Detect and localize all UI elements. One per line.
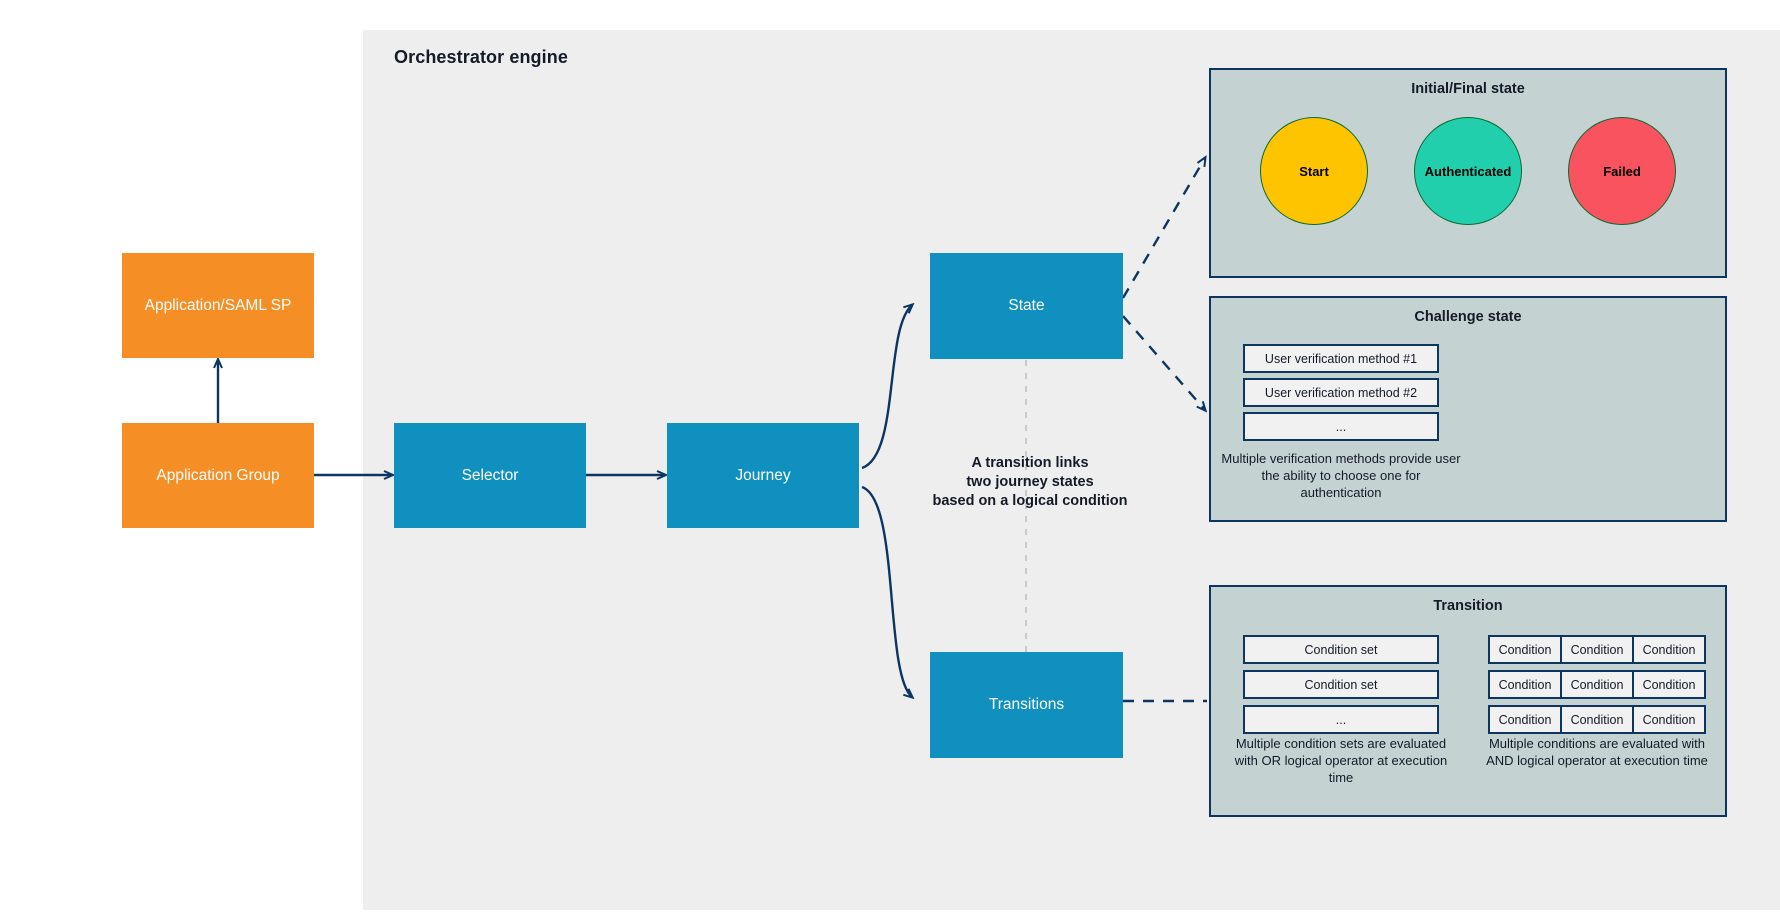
condition-cell[interactable]: Condition	[1561, 635, 1633, 664]
node-label: Transitions	[988, 696, 1065, 713]
transition-explanation-line-3: based on a logical condition	[932, 493, 1128, 509]
node-application-group[interactable]: Application Group	[122, 423, 314, 528]
node-label: Selector	[461, 466, 519, 484]
condition-set-item[interactable]: Condition set	[1243, 670, 1439, 699]
verification-method-item[interactable]: User verification method #2	[1243, 378, 1439, 407]
condition-grid-caption: Multiple conditions are evaluated with A…	[1486, 736, 1708, 768]
state-circle-label: Start	[1299, 163, 1329, 179]
node-application-saml-sp[interactable]: Application/SAML SP	[122, 253, 314, 358]
condition-set-item[interactable]: Condition set	[1243, 635, 1439, 664]
condition-cell[interactable]: Condition	[1633, 705, 1706, 734]
panel-initial-final-state: Initial/Final state Start Authenticated …	[1209, 68, 1727, 278]
verification-method-item[interactable]: ...	[1243, 412, 1439, 441]
transition-explanation-line-2: two journey states	[966, 474, 1094, 490]
state-circle-failed[interactable]: Failed	[1568, 117, 1676, 225]
node-label: Application/SAML SP	[144, 296, 292, 314]
condition-cell[interactable]: Condition	[1633, 635, 1706, 664]
condition-cell[interactable]: Condition	[1561, 705, 1633, 734]
challenge-state-caption: Multiple verification methods provide us…	[1221, 451, 1461, 500]
condition-row: Condition Condition Condition	[1488, 635, 1706, 664]
panel-title: Initial/Final state	[1411, 81, 1525, 97]
panel-challenge-state: Challenge state User verification method…	[1209, 296, 1727, 522]
condition-cell[interactable]: Condition	[1488, 635, 1561, 664]
condition-cell[interactable]: Condition	[1488, 670, 1561, 699]
node-label: State	[1008, 297, 1045, 314]
panel-title: Challenge state	[1414, 309, 1522, 325]
node-selector[interactable]: Selector	[394, 423, 586, 528]
state-circle-label: Failed	[1603, 163, 1641, 179]
verification-method-list: User verification method #1 User verific…	[1243, 344, 1439, 446]
panel-transition: Transition Condition set Condition set .…	[1209, 585, 1727, 817]
node-journey[interactable]: Journey	[667, 423, 859, 528]
node-label: Journey	[735, 466, 791, 484]
transition-explanation-line-1: A transition links	[971, 455, 1089, 471]
transition-explanation: A transition links two journey states ba…	[880, 454, 1180, 511]
node-label: Application Group	[156, 466, 280, 484]
verification-method-item[interactable]: User verification method #1	[1243, 344, 1439, 373]
state-circle-row: Start Authenticated Failed	[1211, 117, 1725, 225]
state-circle-start[interactable]: Start	[1260, 117, 1368, 225]
page-title: Orchestrator engine	[394, 47, 568, 67]
node-state[interactable]: State	[930, 253, 1123, 359]
panel-title: Transition	[1433, 598, 1503, 614]
condition-cell[interactable]: Condition	[1488, 705, 1561, 734]
node-transitions[interactable]: Transitions	[930, 652, 1123, 758]
condition-row: Condition Condition Condition	[1488, 670, 1706, 699]
condition-row: Condition Condition Condition	[1488, 705, 1706, 734]
condition-cell[interactable]: Condition	[1633, 670, 1706, 699]
state-circle-label: Authenticated	[1424, 163, 1512, 179]
condition-grid: Condition Condition Condition Condition …	[1488, 635, 1706, 740]
state-circle-authenticated[interactable]: Authenticated	[1414, 117, 1522, 225]
condition-cell[interactable]: Condition	[1561, 670, 1633, 699]
condition-set-item[interactable]: ...	[1243, 705, 1439, 734]
condition-set-list: Condition set Condition set ...	[1243, 635, 1439, 740]
condition-set-caption: Multiple condition sets are evaluated wi…	[1234, 736, 1448, 785]
